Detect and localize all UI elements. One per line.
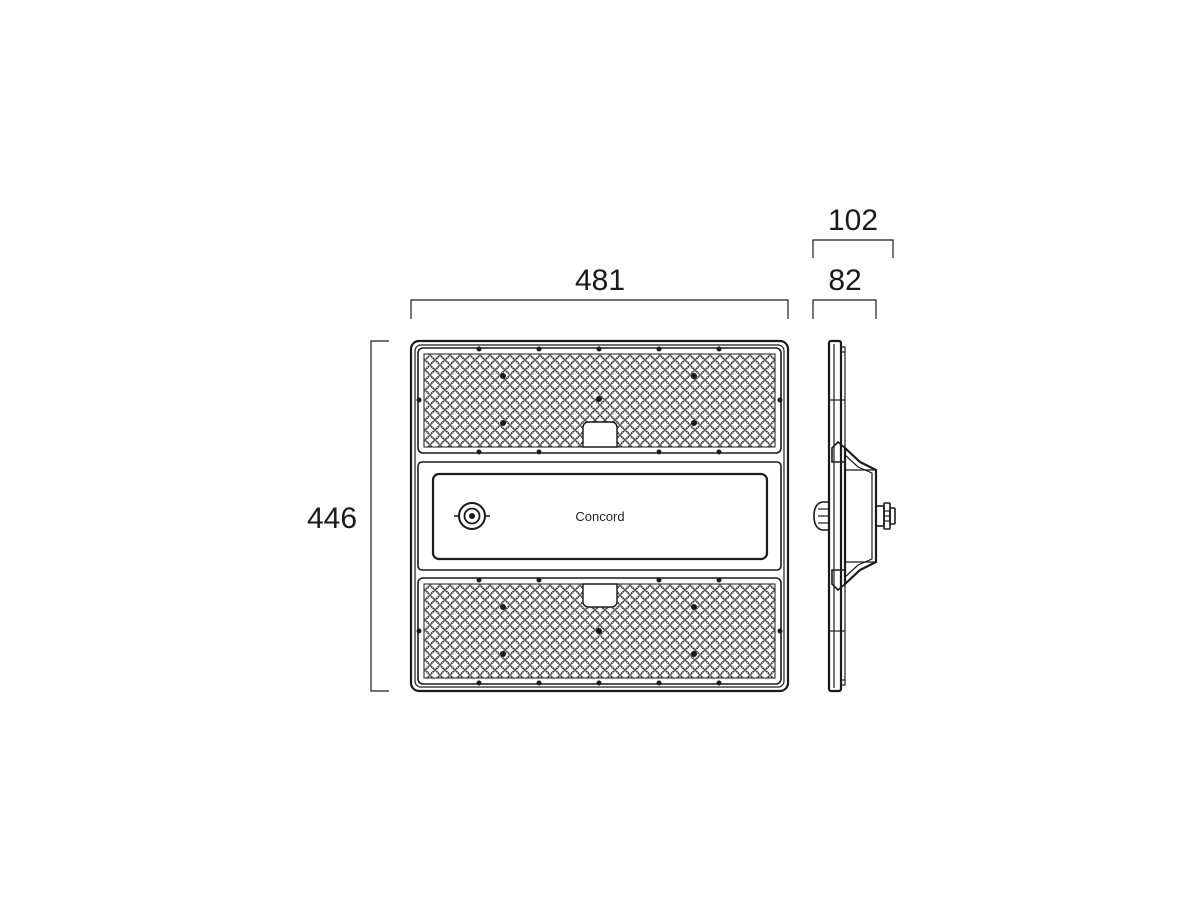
driver-panel: Concord — [417, 461, 782, 571]
depth-total-dimension-label: 102 — [828, 204, 878, 237]
height-dimension-label: 446 — [307, 502, 357, 535]
depth-total-dimension: 102 — [812, 204, 894, 258]
height-dimension: 446 — [307, 340, 389, 692]
width-dimension: 481 — [410, 264, 789, 319]
brand-label: Concord — [575, 509, 624, 524]
side-sensor-icon — [813, 501, 829, 531]
width-dimension-label: 481 — [575, 264, 625, 297]
side-view — [813, 339, 896, 693]
top-lens-panel — [416, 346, 783, 455]
depth-body-dimension: 82 — [812, 264, 877, 319]
cable-gland-icon — [875, 502, 896, 530]
front-view: Concord — [409, 339, 790, 693]
bottom-lens-panel — [416, 577, 783, 686]
sensor-icon — [454, 502, 490, 530]
depth-body-dimension-label: 82 — [828, 264, 861, 297]
